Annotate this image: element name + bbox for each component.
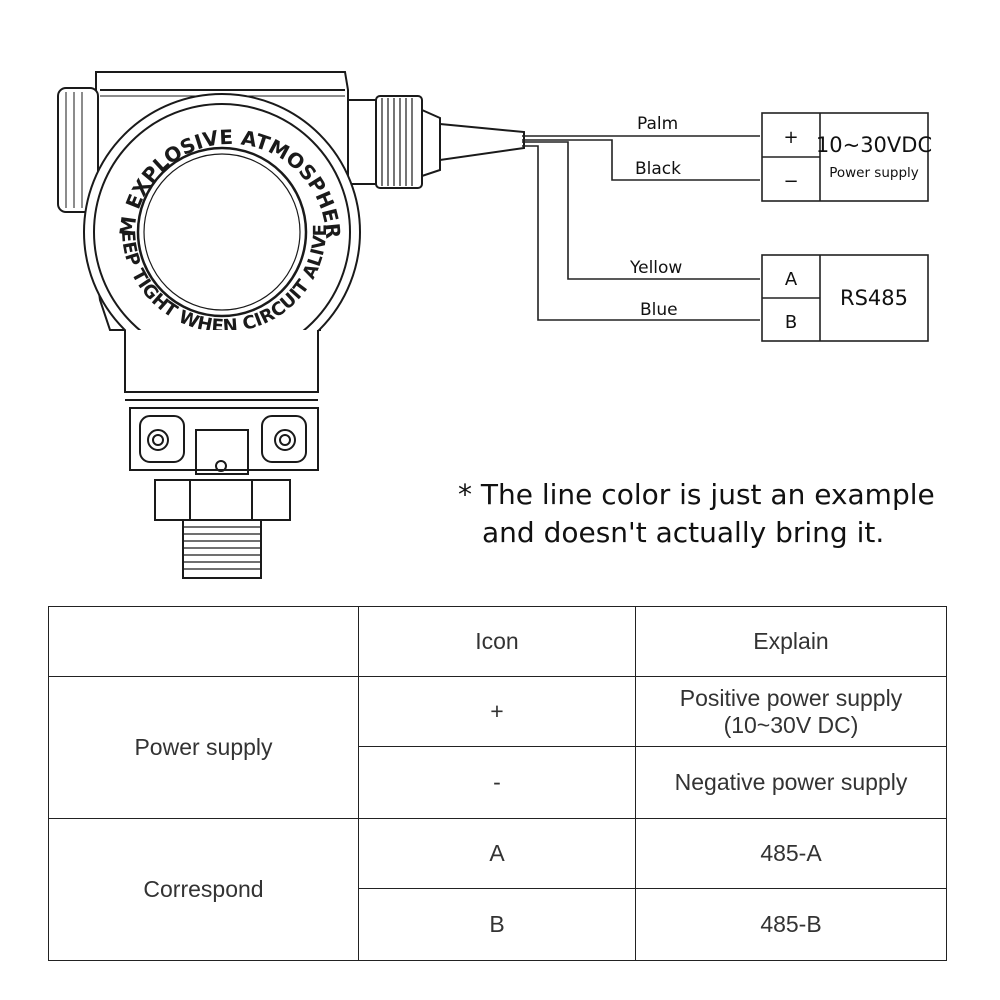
explain-cell: Negative power supply: [635, 746, 947, 819]
icon-cell: B: [358, 888, 636, 961]
icon-cell: +: [358, 676, 636, 747]
wire-label-blue: Blue: [640, 300, 678, 320]
wire-blue: [522, 145, 760, 321]
group-power-supply: Power supply: [48, 676, 359, 819]
rs485-label: RS485: [840, 286, 908, 310]
table-header-icon: Icon: [358, 606, 636, 677]
wire-label-black: Black: [635, 159, 681, 179]
table-row: Power supply + Positive power supply (10…: [48, 676, 947, 819]
power-supply-label: Power supply: [829, 165, 919, 181]
terminal-b: B: [785, 312, 797, 333]
explain-line: Positive power supply: [679, 684, 903, 711]
table-header-empty: [48, 606, 359, 677]
power-supply-voltage: 10~30VDC: [816, 133, 932, 157]
wire-label-yellow: Yellow: [629, 258, 682, 278]
wire-label-palm: Palm: [637, 114, 678, 134]
rs485-box: [761, 254, 929, 342]
wire-yellow: [522, 141, 760, 280]
note-line-1: * The line color is just an example: [458, 478, 935, 511]
icon-cell: A: [358, 818, 636, 889]
explain-cell: 485-B: [635, 888, 947, 961]
explain-line: (10~30V DC): [723, 711, 859, 738]
wire-black: [522, 139, 760, 181]
table-header-row: Icon Explain: [48, 606, 947, 677]
explain-cell: 485-A: [635, 818, 947, 889]
table-row: B 485-B: [49, 888, 947, 961]
group-correspond: Correspond: [48, 818, 359, 961]
table-row: Correspond A 485-A: [48, 818, 947, 961]
power-supply-box: [761, 112, 929, 202]
table-header-explain: Explain: [635, 606, 947, 677]
terminal-a: A: [785, 269, 798, 290]
terminal-minus: −: [783, 171, 798, 192]
line-color-note: * The line color is just an example and …: [458, 476, 988, 552]
icon-cell: -: [358, 746, 636, 819]
terminal-plus: +: [783, 127, 798, 148]
note-line-2: and doesn't actually bring it.: [482, 516, 885, 549]
wires: [522, 135, 760, 321]
table-row: - Negative power supply: [49, 746, 947, 819]
explain-cell: Positive power supply (10~30V DC): [635, 676, 947, 747]
wiring-table: Icon Explain Power supply + Positive pow…: [48, 606, 947, 961]
